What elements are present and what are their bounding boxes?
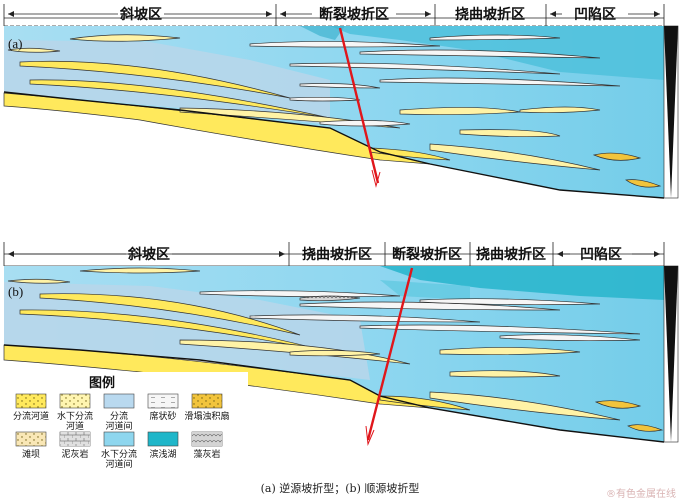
panel-b-zone-bar: 斜坡区 挠曲坡折区 断裂坡折区 挠曲坡折区 凹陷区 [3,242,665,267]
legend-label: 滨浅湖 [149,448,176,460]
legend-title: 图例 [89,375,115,391]
legend-label: 分流 [110,410,128,422]
legend-item: 滨浅湖 [147,431,179,460]
panel-b-zone-fault-break: 断裂坡折区 [392,246,462,263]
legend-swatch-pattern [16,432,46,446]
panel-a-fault-line [338,27,381,188]
panel-a-sandbodies [3,34,662,188]
panel-a-zone-bar: 斜坡区 断裂坡折区 挠曲坡折区 凹陷区 [3,4,665,27]
legend-item: 分流河道 [13,393,49,422]
panel-b-zone-flexure-break-2: 挠曲坡折区 [476,246,546,263]
legend-label: 水下分流 [57,410,93,422]
legend-item: 藻灰岩 [191,431,223,460]
legend: 图例 分流河道水下分流河道分流河道间席状砂滑塌浊积扇滩坝泥灰岩水下分流河道间滨浅… [4,372,248,472]
legend-item: 滑塌浊积扇 [184,393,230,422]
legend-swatch [103,431,135,447]
panel-b-tag: (b) [8,284,23,299]
legend-swatch-pattern [16,394,46,408]
legend-item: 席状砂 [147,393,179,422]
panel-b-interchannel-zone [4,282,370,380]
legend-swatch [147,431,179,447]
panel-a-zone-depression: 凹陷区 [574,6,616,23]
panel-a-tag: (a) [8,36,22,51]
panel-b-shore-shallow-lake [380,266,664,300]
legend-label-line2: 河道间 [105,420,132,432]
legend-items: 分流河道水下分流河道分流河道间席状砂滑塌浊积扇滩坝泥灰岩水下分流河道间滨浅湖藻灰… [13,393,230,470]
figure-caption: (a) 逆源坡折型；(b) 顺源坡折型 [261,481,420,495]
legend-swatch-pattern [60,394,90,408]
legend-label-line2: 河道 [66,420,84,432]
panel-a-zone-slope: 斜坡区 [119,6,162,23]
watermark: ®有色金属在线 [606,487,676,500]
legend-label: 分流河道 [13,410,49,422]
legend-label: 席状砂 [149,410,176,422]
legend-label-line2: 河道间 [105,458,132,470]
legend-swatch-pattern [192,394,222,408]
legend-label: 水下分流 [101,448,137,460]
panel-a-zone-fault-break: 断裂坡折区 [319,6,389,23]
panel-a-zone-flexure-break: 挠曲坡折区 [455,6,525,23]
panel-a: 斜坡区 断裂坡折区 挠曲坡折区 凹陷区 [3,4,679,199]
legend-item: 泥灰岩 [59,431,91,460]
panel-b-zone-flexure-break-1: 挠曲坡折区 [302,246,372,263]
panel-b-zone-depression: 凹陷区 [580,246,622,263]
panel-a-depth-scale [663,25,679,199]
panel-b-sheet-sands [199,290,641,342]
legend-item: 滩坝 [15,431,47,460]
legend-label: 滑塌浊积扇 [184,410,229,422]
legend-swatch [103,393,135,409]
legend-label: 藻灰岩 [193,448,220,460]
panel-a-basin-floor [3,91,665,199]
legend-swatch-pattern [148,394,178,408]
panel-b-fault-line [365,267,414,446]
panel-b-carbonate-strip [299,295,361,302]
panel-b: 斜坡区 挠曲坡折区 断裂坡折区 挠曲坡折区 凹陷区 [3,242,679,446]
legend-label: 滩坝 [22,448,40,460]
panel-b-basin-floor [3,344,665,443]
panel-b-zone-slope: 斜坡区 [127,246,170,263]
legend-swatch-pattern [60,432,90,446]
legend-label: 泥灰岩 [61,448,88,460]
panel-b-depth-scale [663,265,679,443]
legend-swatch-pattern [192,432,222,446]
